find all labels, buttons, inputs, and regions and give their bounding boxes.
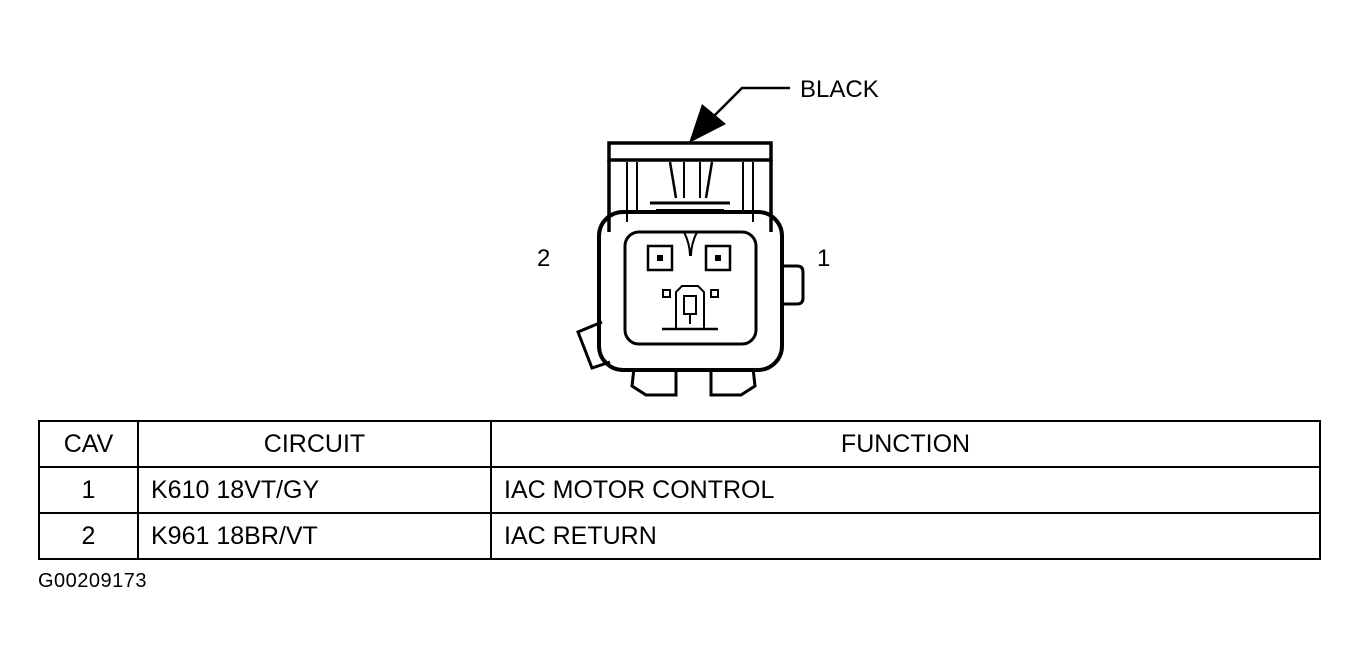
callout-arrowhead [689, 104, 726, 143]
connector-face [623, 230, 758, 346]
connector-color-label: BLACK [800, 76, 879, 103]
figure-id: G00209173 [38, 570, 148, 592]
cell-circuit: K961 18BR/VT [137, 512, 492, 560]
header-circuit: CIRCUIT [137, 420, 492, 468]
header-cav: CAV [38, 420, 139, 468]
table-header-row: CAV CIRCUIT FUNCTION [38, 420, 1321, 468]
cell-function: IAC RETURN [490, 512, 1321, 560]
color-callout [711, 86, 790, 119]
connector-diagram: BLACK [537, 76, 879, 397]
indexing-marks [662, 289, 719, 298]
polarization-key [662, 285, 718, 331]
cavity-label-1: 1 [817, 245, 830, 272]
cell-circuit: K610 18VT/GY [137, 466, 492, 514]
cell-function: IAC MOTOR CONTROL [490, 466, 1321, 514]
locking-tab [607, 141, 773, 232]
leader-line [711, 86, 790, 119]
table-row: 1 K610 18VT/GY IAC MOTOR CONTROL [38, 466, 1321, 514]
cavity-2-terminal [646, 244, 674, 272]
connector-housing [576, 210, 805, 397]
header-function: FUNCTION [490, 420, 1321, 468]
cavity-label-2: 2 [537, 245, 550, 272]
cell-cav: 2 [38, 512, 139, 560]
cell-cav: 1 [38, 466, 139, 514]
table-row: 2 K961 18BR/VT IAC RETURN [38, 512, 1321, 560]
cavity-1-terminal [704, 244, 732, 272]
pinout-table: CAV CIRCUIT FUNCTION 1 K610 18VT/GY IAC … [38, 420, 1321, 560]
